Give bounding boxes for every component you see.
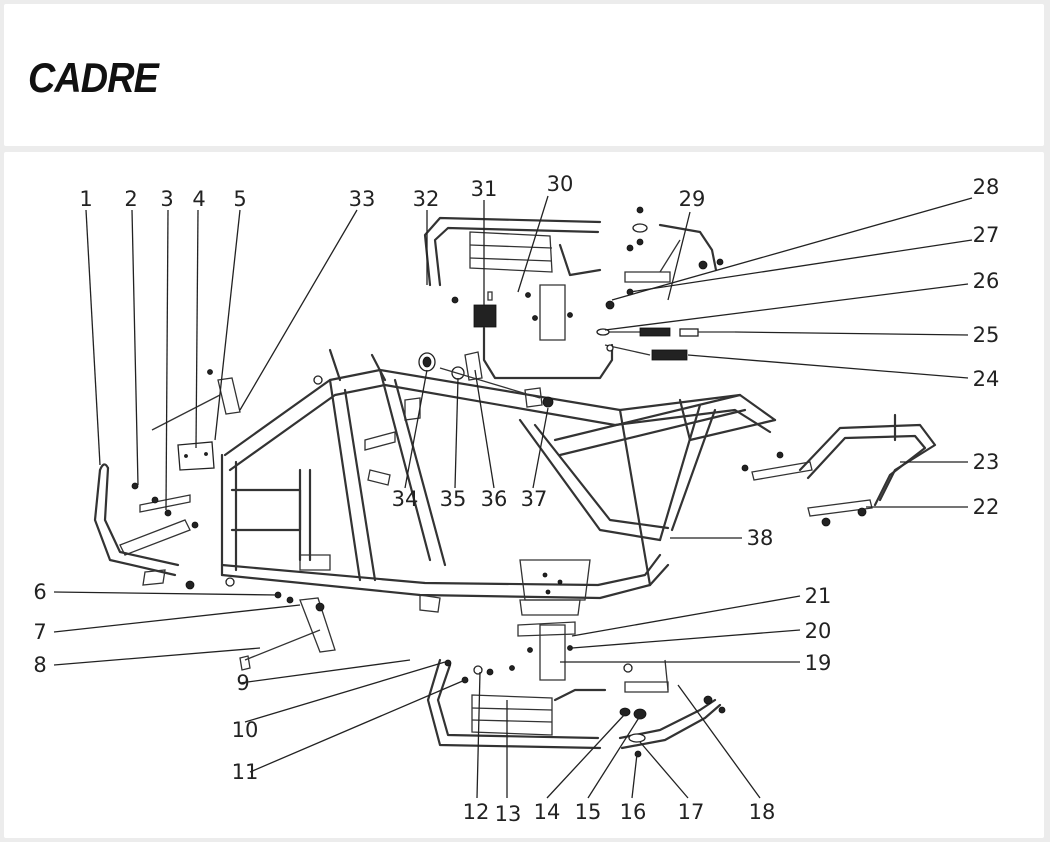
callout-36: 36: [481, 487, 508, 511]
callout-24: 24: [973, 367, 1000, 391]
callout-12: 12: [463, 800, 490, 824]
callout-8: 8: [33, 653, 46, 677]
callout-30: 30: [547, 172, 574, 196]
upper-footrest: [423, 216, 602, 341]
plate-part-4: [177, 441, 215, 471]
callout-14: 14: [534, 800, 561, 824]
callout-29: 29: [679, 187, 706, 211]
callout-13: 13: [495, 802, 522, 826]
callout-18: 18: [749, 800, 776, 824]
page-title: CADRE: [28, 54, 159, 101]
callout-35: 35: [440, 487, 467, 511]
linkage-6-9: [239, 591, 336, 671]
leader-lines: [53, 195, 973, 799]
callout-10: 10: [232, 718, 259, 742]
title-panel: CADRE: [4, 4, 1044, 146]
callout-15: 15: [575, 800, 602, 824]
callout-3: 3: [160, 187, 173, 211]
upper-brake-linkage: [605, 206, 724, 310]
callout-5: 5: [233, 187, 246, 211]
callout-26: 26: [973, 269, 1000, 293]
small-parts-34-37: [418, 351, 554, 408]
callout-16: 16: [620, 800, 647, 824]
callout-4: 4: [192, 187, 205, 211]
lower-brake-linkage: [618, 659, 726, 758]
callout-9: 9: [236, 671, 249, 695]
callout-11: 11: [232, 760, 259, 784]
callout-27: 27: [973, 223, 1000, 247]
diagram-panel: 1 2 3 4 5 33 32 31 30 29 28 27 26 25 24 …: [4, 152, 1044, 838]
callout-25: 25: [973, 323, 1000, 347]
callout-32: 32: [413, 187, 440, 211]
callout-6: 6: [33, 580, 46, 604]
callout-7: 7: [33, 620, 46, 644]
spring-part-31: [473, 291, 614, 380]
callout-23: 23: [973, 450, 1000, 474]
callout-21: 21: [805, 584, 832, 608]
rear-bumper: [741, 413, 937, 527]
callout-20: 20: [805, 619, 832, 643]
callout-31: 31: [471, 177, 498, 201]
callout-33: 33: [349, 187, 376, 211]
frame-exploded-diagram: 1 2 3 4 5 33 32 31 30 29 28 27 26 25 24 …: [33, 172, 999, 826]
cable-spring: [596, 327, 735, 361]
bracket-part-5: [151, 369, 241, 431]
callout-28: 28: [973, 175, 1000, 199]
main-frame: [220, 348, 777, 616]
callout-38: 38: [747, 526, 774, 550]
callout-34: 34: [392, 487, 419, 511]
front-bumper: [93, 463, 199, 590]
callout-22: 22: [973, 495, 1000, 519]
callout-labels: 1 2 3 4 5 33 32 31 30 29 28 27 26 25 24 …: [33, 172, 999, 826]
callout-19: 19: [805, 651, 832, 675]
callout-17: 17: [678, 800, 705, 824]
callout-37: 37: [521, 487, 548, 511]
callout-1: 1: [79, 187, 92, 211]
callout-2: 2: [124, 187, 137, 211]
